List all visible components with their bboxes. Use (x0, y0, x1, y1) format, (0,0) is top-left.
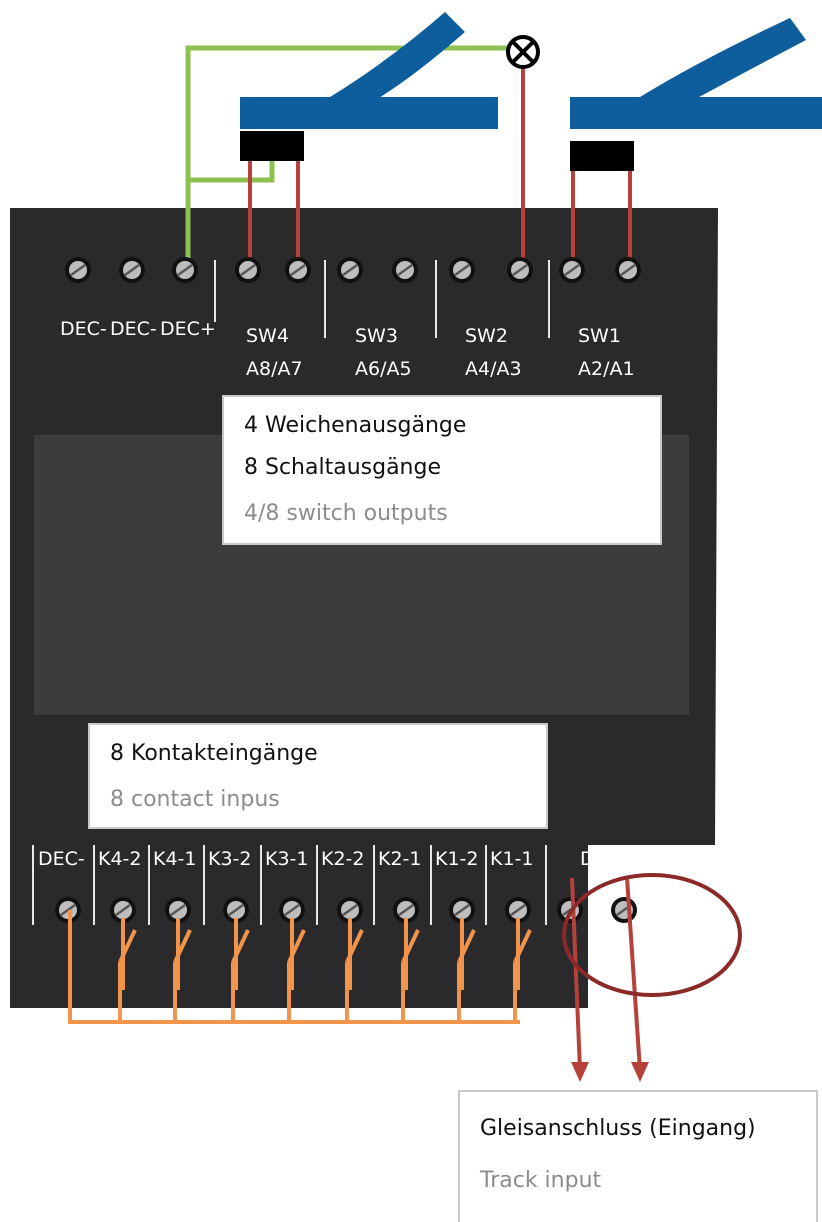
arrow-head-icon (631, 1062, 649, 1082)
terminal-label: DEC- (38, 848, 85, 870)
dcc-wire (625, 877, 642, 1071)
turnout-left (240, 12, 498, 129)
contact-switch-icon (231, 918, 250, 1020)
inputs-line-2: 8 contact inpus (110, 787, 280, 812)
terminal-label: K3-2 (208, 848, 252, 870)
screw-icon (507, 257, 533, 283)
separator (548, 260, 550, 338)
separator (545, 845, 547, 925)
highlight-circle (562, 873, 742, 997)
contact-switch-icon (118, 918, 137, 1020)
separator (148, 845, 150, 925)
screw-icon (65, 257, 91, 283)
terminal-label: K3-1 (265, 848, 309, 870)
switch-name: SW1 (578, 325, 621, 347)
screw-icon (615, 257, 641, 283)
common-return-wire (68, 910, 520, 1024)
lamp-icon (506, 35, 540, 69)
switch-name: SW4 (246, 325, 289, 347)
screw-icon (119, 257, 145, 283)
screw-icon (393, 897, 419, 923)
terminal-label: DEC+ (160, 318, 216, 340)
separator (32, 845, 34, 925)
switch-address: A6/A5 (355, 358, 412, 380)
screw-icon (611, 897, 637, 923)
separator (373, 845, 375, 925)
separator (214, 260, 216, 322)
contact-switch-icon (401, 918, 420, 1020)
separator (203, 845, 205, 925)
screw-icon (337, 897, 363, 923)
screw-icon (449, 897, 475, 923)
terminal-label: K4-1 (153, 848, 197, 870)
screw-icon (392, 257, 418, 283)
inputs-info-box: 8 Kontakteingänge 8 contact inpus (88, 723, 548, 829)
terminal-label: DEC- (110, 318, 157, 340)
terminal-label: K1-2 (435, 848, 479, 870)
screw-icon (235, 257, 261, 283)
screw-icon (449, 257, 475, 283)
track-line-1: Gleisanschluss (Eingang) (480, 1116, 756, 1141)
screw-icon (110, 897, 136, 923)
separator (324, 260, 326, 338)
contact-wiring (68, 910, 532, 1024)
input-terminal-screws (55, 897, 637, 923)
separator (93, 845, 95, 925)
terminal-label: K1-1 (490, 848, 534, 870)
terminal-label: DEC- (60, 318, 107, 340)
screw-icon (559, 257, 585, 283)
contact-switch-icon (513, 918, 532, 1020)
screw-icon (279, 897, 305, 923)
outputs-line-3: 4/8 switch outputs (244, 501, 448, 526)
switch-address: A2/A1 (578, 358, 635, 380)
contact-switch-icon (345, 918, 364, 1020)
contact-switch-icon (287, 918, 306, 1020)
turnout-motor-left (240, 131, 304, 161)
separator (430, 845, 432, 925)
screw-icon (285, 257, 311, 283)
screw-icon (223, 897, 249, 923)
screw-icon (165, 897, 191, 923)
screw-icon (505, 897, 531, 923)
terminal-label: K2-2 (321, 848, 365, 870)
switch-address: A8/A7 (246, 358, 303, 380)
switch-name: SW2 (465, 325, 508, 347)
separator (260, 845, 262, 925)
switch-address: A4/A3 (465, 358, 522, 380)
contact-switch-icon (173, 918, 192, 1020)
separator (316, 845, 318, 925)
track-info-box: Gleisanschluss (Eingang) Track input (458, 1090, 818, 1222)
inputs-line-1: 8 Kontakteingänge (110, 741, 318, 766)
turnout-motor-right (570, 141, 634, 171)
arrow-head-icon (571, 1062, 589, 1082)
separator (435, 260, 437, 338)
turnout-right (570, 18, 822, 129)
terminal-label: K2-1 (378, 848, 422, 870)
outputs-line-1: 4 Weichenausgänge (244, 413, 467, 438)
contact-switch-icon (457, 918, 476, 1020)
output-terminal-screws (65, 257, 641, 283)
separator (485, 845, 487, 925)
switch-name: SW3 (355, 325, 398, 347)
terminal-label: K4-2 (98, 848, 142, 870)
screw-icon (337, 257, 363, 283)
screw-icon (172, 257, 198, 283)
terminal-label: DCC (580, 848, 622, 870)
outputs-line-2: 8 Schaltausgänge (244, 455, 441, 480)
outputs-info-box: 4 Weichenausgänge 8 Schaltausgänge 4/8 s… (222, 395, 662, 545)
track-line-2: Track input (480, 1168, 602, 1193)
